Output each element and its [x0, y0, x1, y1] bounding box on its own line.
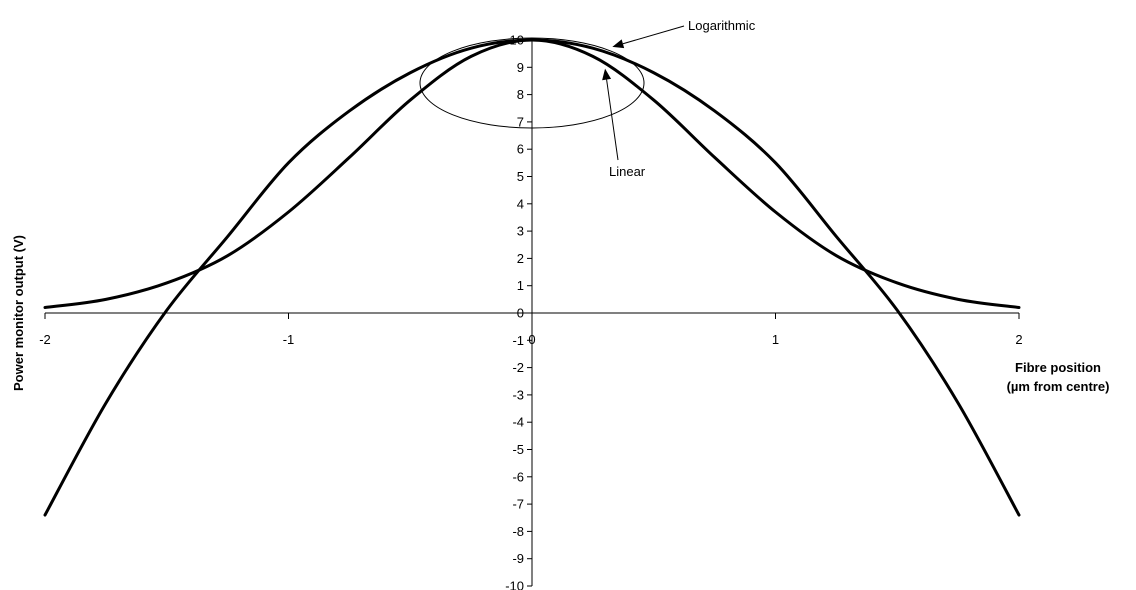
y-tick-label: -5: [512, 442, 524, 457]
curves: [43, 38, 1021, 517]
annotation-arrowhead: [612, 39, 625, 49]
x-axis-ticks: -2-1012: [39, 313, 1023, 347]
annotation-leader-line: [622, 25, 685, 45]
y-tick-label: -2: [512, 360, 524, 375]
peak-highlight-ellipse: [419, 37, 645, 129]
y-tick-label: -10: [505, 579, 524, 590]
x-tick-label: 1: [772, 332, 779, 347]
y-tick-label: -4: [512, 415, 524, 430]
y-tick-label: -8: [512, 524, 524, 539]
x-tick-label: 2: [1015, 332, 1022, 347]
y-tick-label: 4: [517, 196, 524, 211]
y-tick-label: -1: [512, 333, 524, 348]
y-tick-label: 9: [517, 60, 524, 75]
y-tick-label: -9: [512, 551, 524, 566]
y-tick-label: 7: [517, 114, 524, 129]
x-axis-title-line2: (µm from centre): [1007, 379, 1110, 394]
x-axis-title-line1: Fibre position: [1015, 360, 1101, 375]
y-axis-title: Power monitor output (V): [11, 235, 26, 391]
x-tick-label: -1: [283, 332, 295, 347]
annotation-leader-line: [606, 79, 619, 161]
y-tick-label: 2: [517, 251, 524, 266]
annotation-arrowhead: [602, 68, 612, 81]
y-tick-label: -3: [512, 387, 524, 402]
y-tick-label: 5: [517, 169, 524, 184]
annotation-label-linear: Linear: [609, 164, 646, 179]
y-tick-label: 1: [517, 278, 524, 293]
y-tick-label: -6: [512, 469, 524, 484]
y-tick-label: 8: [517, 87, 524, 102]
series-linear-line: [43, 38, 1021, 310]
y-tick-label: -7: [512, 497, 524, 512]
annotation-label-logarithmic: Logarithmic: [688, 18, 756, 33]
y-tick-label: 3: [517, 224, 524, 239]
x-tick-label: -2: [39, 332, 51, 347]
y-tick-label: 6: [517, 142, 524, 157]
